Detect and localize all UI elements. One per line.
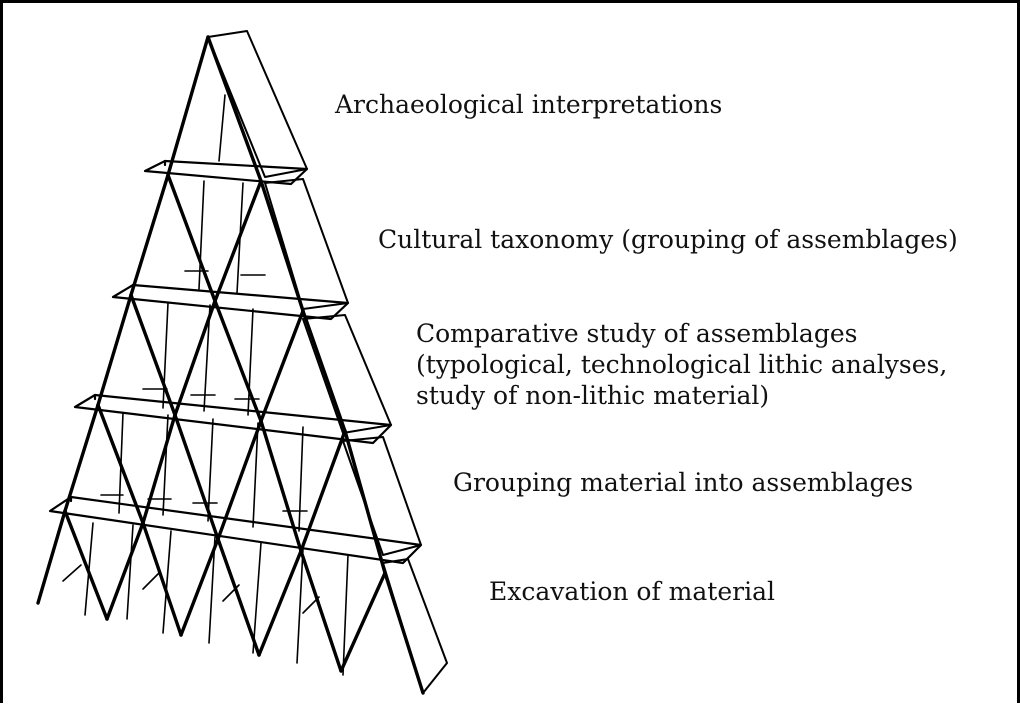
level-3-label: Comparative study of assemblages (typolo…: [416, 318, 947, 411]
level-2-label: Grouping material into assemblages: [453, 469, 913, 496]
label-line: Comparative study of assemblages: [416, 319, 858, 348]
label-line: (typological, technological lithic analy…: [416, 350, 948, 379]
label-line: Cultural taxonomy (grouping of assemblag…: [378, 225, 958, 254]
level-4-label: Cultural taxonomy (grouping of assemblag…: [378, 226, 958, 253]
inner-card-lines: [62, 94, 349, 676]
level-1-label: Excavation of material: [489, 578, 775, 605]
label-line: study of non-lithic material): [416, 381, 770, 410]
label-line: Archaeological interpretations: [335, 90, 723, 119]
level-5-label: Archaeological interpretations: [335, 91, 722, 118]
label-line: Excavation of material: [489, 577, 775, 606]
main-card-frames: [36, 35, 425, 695]
label-line: Grouping material into assemblages: [453, 468, 914, 497]
house-of-cards-illustration: [36, 30, 448, 695]
